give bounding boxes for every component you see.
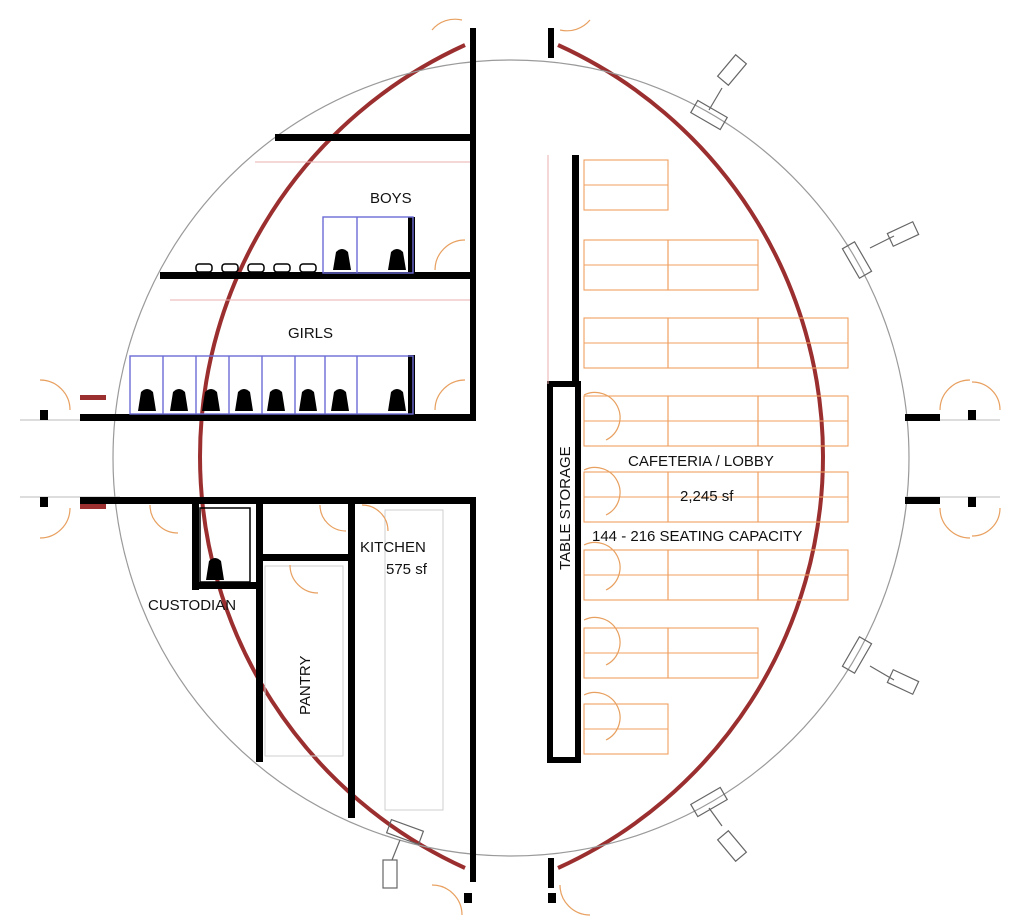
corridor-lines [20,419,1000,498]
girls-stalls [129,355,414,415]
inner-ring [112,59,910,857]
door-swings [39,18,1001,916]
boys-stalls [322,216,414,274]
girls-label: GIRLS [288,325,333,342]
exterior-fixtures [382,53,920,889]
center-walls [464,28,556,903]
table-storage-walls [547,155,581,763]
boys-label: BOYS [370,190,412,207]
kitchen-area-label: 575 sf [386,561,428,578]
boys-urinals [195,263,317,273]
right-entry-walls [905,410,976,507]
service-walls [192,500,444,818]
cafeteria-label: CAFETERIA / LOBBY [628,453,774,470]
seating-capacity-label: 144 - 216 SEATING CAPACITY [592,528,802,545]
cafeteria-tables [583,159,849,755]
custodian-label: CUSTODIAN [148,597,236,614]
cafeteria-area-label: 2,245 sf [680,488,734,505]
left-entry-walls [40,395,476,509]
table-storage-label: TABLE STORAGE [557,446,574,570]
kitchen-label: KITCHEN [360,539,426,556]
restroom-walls [160,134,476,417]
pantry-label: PANTRY [297,656,314,715]
